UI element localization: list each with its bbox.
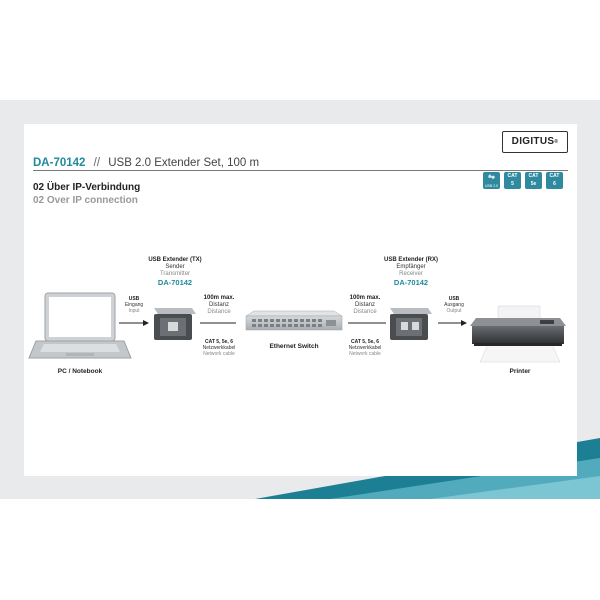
rx-extender-icon [390, 308, 432, 340]
header-separator: // [93, 157, 101, 169]
usb-input-label: USB Eingang Input [124, 296, 144, 314]
pc-caption: PC / Notebook [57, 368, 103, 375]
section-title-en: 02 Over IP connection [33, 195, 138, 206]
product-code: DA-70142 [33, 157, 86, 169]
tx-product-code: DA-70142 [157, 278, 193, 287]
tx-label: USB Extender (TX) Sender Transmitter DA-… [140, 257, 210, 288]
distance-label-right: 100m max. Distanz Distance [349, 295, 381, 315]
laptop-icon [28, 292, 132, 359]
printer-caption: Printer [509, 368, 531, 375]
usb-icon: ⇋ [488, 172, 495, 181]
section-title-de: 02 Über IP-Verbindung [33, 182, 141, 193]
switch-caption: Ethernet Switch [269, 343, 319, 350]
usb-badge: ⇋ USB 2.0 [483, 172, 500, 189]
printer-icon [470, 305, 566, 363]
distance-label-left: 100m max. Distanz Distance [203, 295, 235, 315]
header-rule [33, 170, 568, 171]
digitus-logo: DIGITUS® [502, 131, 568, 153]
cable-label-left: CAT 5, 5e, 6 Netzwerkkabel Network cable [202, 339, 236, 357]
rx-label: USB Extender (RX) Empfänger Receiver DA-… [376, 257, 446, 288]
product-description: USB 2.0 Extender Set, 100 m [108, 157, 260, 169]
ethernet-switch-icon [245, 310, 343, 331]
usb-output-label: USB Ausgang Output [444, 296, 464, 314]
cable-label-right: CAT 5, 5e, 6 Netzwerkkabel Network cable [348, 339, 382, 357]
rx-product-code: DA-70142 [393, 278, 429, 287]
product-header: DA-70142 // USB 2.0 Extender Set, 100 m [33, 157, 259, 169]
tx-extender-icon [154, 308, 196, 340]
